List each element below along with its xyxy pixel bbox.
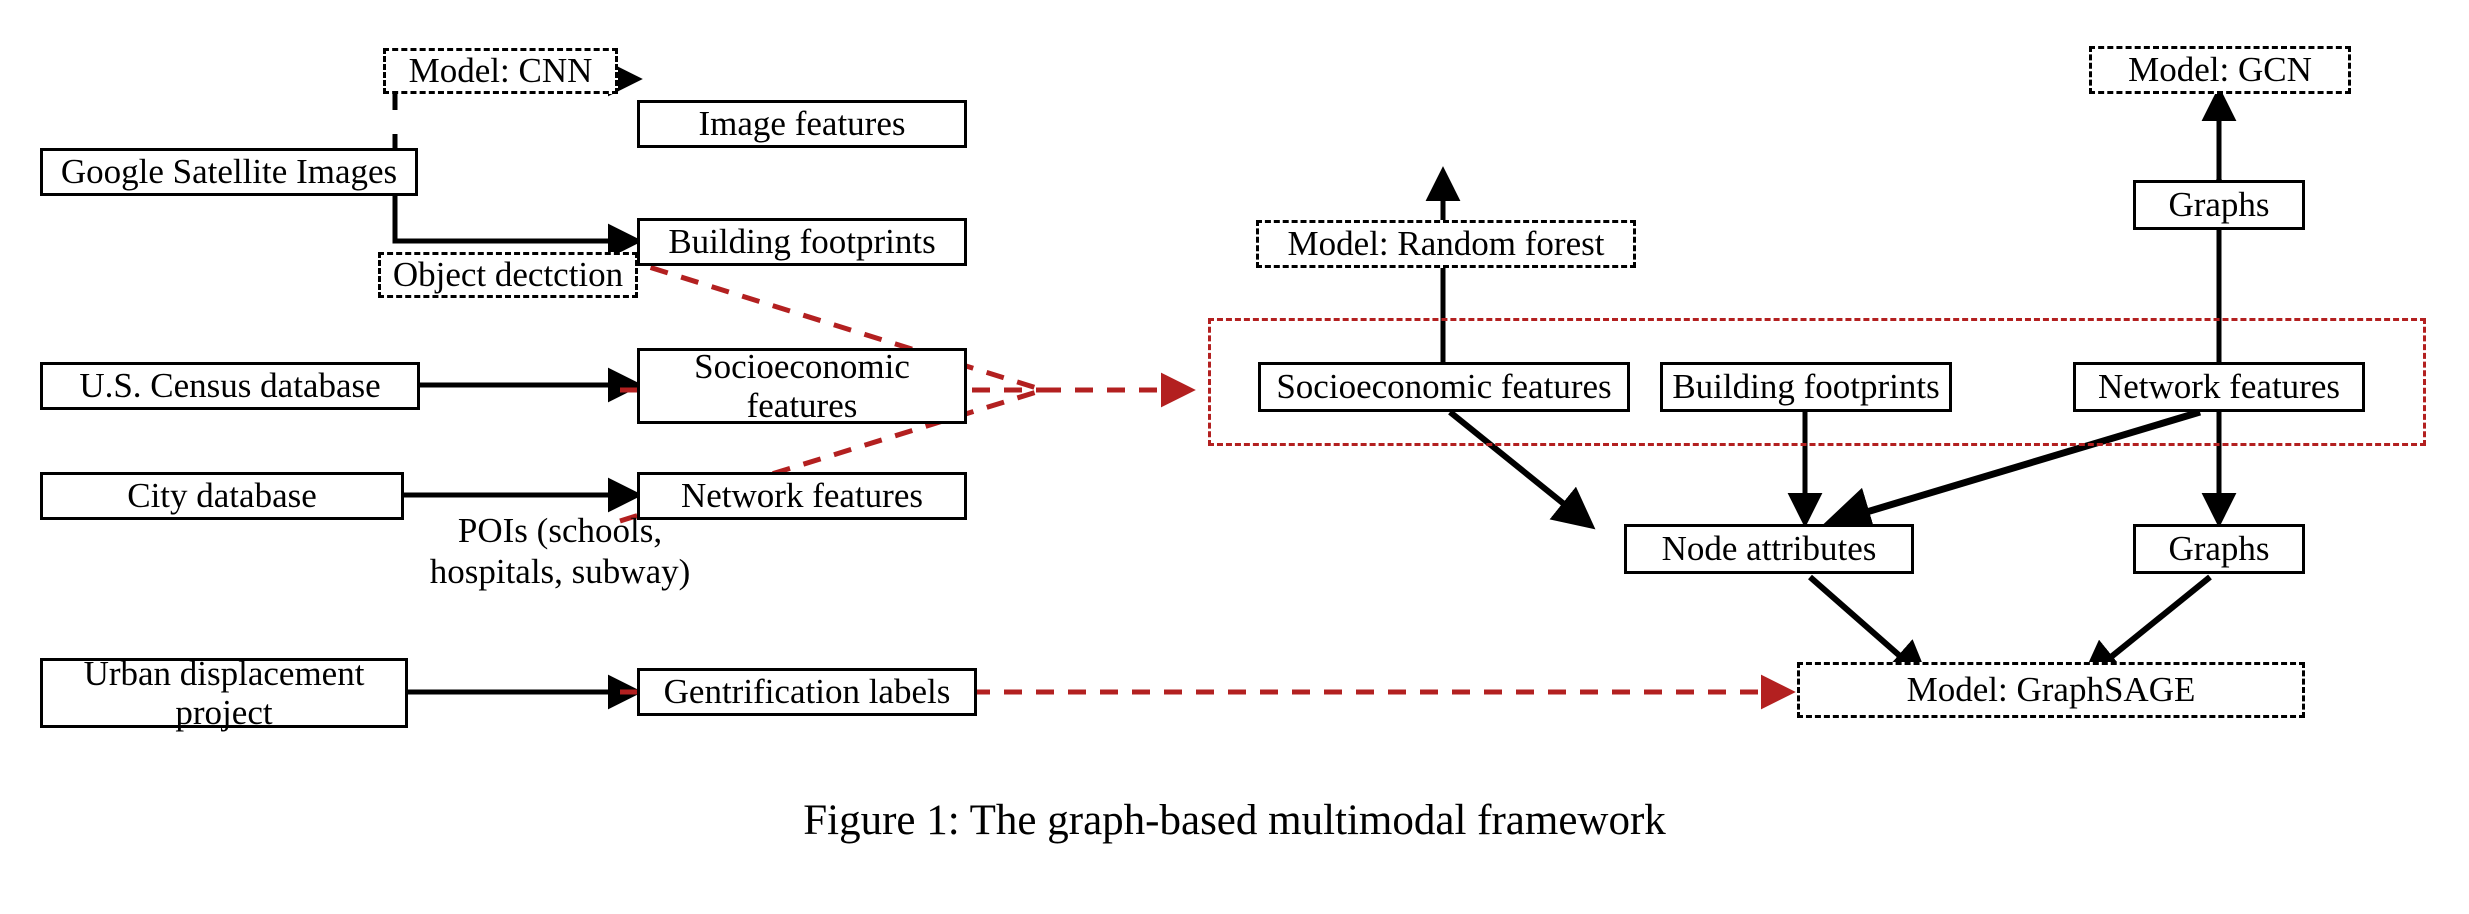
red-dashed-feature-group-region [1208,318,2426,446]
figure-caption: Figure 1: The graph-based multimodal fra… [803,797,1666,844]
source-city-database[interactable]: City database [40,472,404,520]
model-cnn-box[interactable]: Model: CNN [383,48,618,94]
feature-building-footprints-left[interactable]: Building footprints [637,218,967,266]
model-graphsage-box[interactable]: Model: GraphSAGE [1797,662,2305,718]
feature-socioeconomic-features-right[interactable]: Socioeconomic features [1258,362,1630,412]
pois-edge-label: POIs (schools, hospitals, subway) [429,511,691,592]
node-graphs-bottom[interactable]: Graphs [2133,524,2305,574]
node-graphs-top[interactable]: Graphs [2133,180,2305,230]
edge-satellite-to-building-footprints [392,134,643,259]
source-google-satellite-images[interactable]: Google Satellite Images [40,148,418,196]
object-detection-box[interactable]: Object dectction [378,252,638,298]
source-urban-displacement-project[interactable]: Urban displacement project [40,654,408,732]
model-gcn-box[interactable]: Model: GCN [2089,46,2351,94]
source-us-census-database[interactable]: U.S. Census database [40,362,420,410]
model-random-forest-box[interactable]: Model: Random forest [1256,220,1636,268]
node-node-attributes[interactable]: Node attributes [1624,524,1914,574]
feature-gentrification-labels[interactable]: Gentrification labels [637,668,977,716]
feature-network-features-right[interactable]: Network features [2073,362,2365,412]
feature-socioeconomic-features-left[interactable]: Socioeconomic features [637,347,967,425]
feature-building-footprints-right[interactable]: Building footprints [1660,362,1952,412]
feature-image-features[interactable]: Image features [637,100,967,148]
